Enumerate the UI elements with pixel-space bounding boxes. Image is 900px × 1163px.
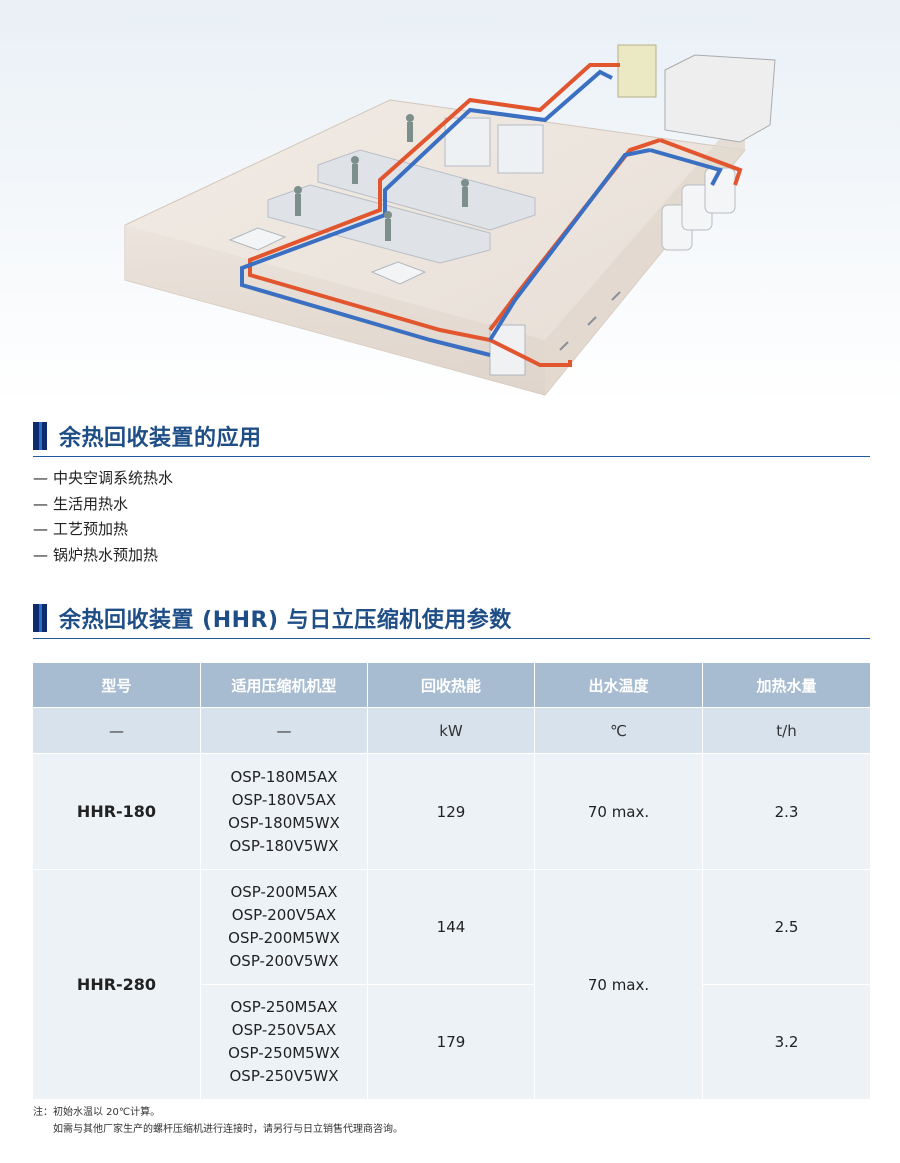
list-item: —锅炉热水预加热 — [33, 545, 159, 564]
section-marker-icon — [33, 422, 47, 450]
water-cell: 2.5 — [703, 870, 870, 985]
heat-cell: 179 — [368, 985, 535, 1100]
list-item: —工艺预加热 — [33, 520, 129, 538]
compressor-cell: OSP-250M5AX OSP-250V5AX OSP-250M5WX OSP-… — [201, 985, 368, 1100]
applications-list: —中央空调系统热水 —生活用热水 —工艺预加热 —锅炉热水预加热 — [33, 466, 173, 568]
hot-pipe — [248, 63, 620, 367]
footnotes: 注：初始水温以 20℃计算。 如需与其他厂家生产的螺杆压缩机进行连接时，请另行与… — [33, 1104, 403, 1138]
table-row: HHR-180 OSP-180M5AX OSP-180V5AX OSP-180M… — [33, 754, 870, 870]
heat-cell: 144 — [368, 870, 535, 985]
header-compressor: 适用压缩机机型 — [201, 663, 368, 708]
list-item: —中央空调系统热水 — [33, 469, 174, 487]
factory-diagram — [124, 44, 776, 396]
footnote-1: 注：初始水温以 20℃计算。 — [33, 1107, 161, 1118]
header-temp: 出水温度 — [535, 663, 703, 708]
table-row: OSP-250M5AX OSP-250V5AX OSP-250M5WX OSP-… — [33, 985, 870, 1100]
heat-cell: 129 — [368, 754, 535, 870]
applications-section-header: 余热回收装置的应用 — [33, 416, 870, 457]
table-row: HHR-280 OSP-200M5AX OSP-200V5AX OSP-200M… — [33, 870, 870, 1100]
hot-pipe-3 — [659, 138, 743, 186]
footnote-2: 如需与其他厂家生产的螺杆压缩机进行连接时，请另行与日立销售代理商咨询。 — [53, 1124, 403, 1135]
conveyor-line-1 — [317, 149, 536, 231]
list-item: —生活用热水 — [33, 494, 129, 513]
air-unit-left — [228, 227, 287, 251]
system-illustration — [0, 0, 900, 405]
right-wall — [545, 110, 745, 395]
workers — [294, 114, 469, 241]
header-water: 加热水量 — [703, 663, 870, 708]
spec-table: 型号 适用压缩机机型 回收热能 出水温度 加热水量 — — kW ℃ t/h H… — [33, 663, 870, 1100]
table-header-row: 型号 适用压缩机机型 回收热能 出水温度 加热水量 — [33, 663, 870, 708]
applications-title: 余热回收装置的应用 — [59, 426, 262, 451]
model-cell: HHR-180 — [33, 754, 201, 870]
temp-cell: 70 max. — [535, 870, 703, 1100]
cold-pipe — [240, 69, 613, 357]
header-heat: 回收热能 — [368, 663, 535, 708]
compressor-unit — [664, 54, 776, 143]
cold-pipe-2 — [488, 148, 651, 342]
air-unit-right — [370, 261, 427, 285]
left-wall — [125, 225, 545, 395]
water-cell: 3.2 — [703, 985, 870, 1100]
compressor-cell: OSP-180M5AX OSP-180V5AX OSP-180M5WX OSP-… — [201, 754, 368, 870]
water-tanks — [661, 167, 736, 251]
unit-row: — — kW ℃ t/h — [33, 708, 870, 754]
conveyor-line-2 — [267, 184, 491, 264]
params-title: 余热回收装置 (HHR) 与日立压缩机使用参数 — [59, 608, 512, 633]
model-cell: HHR-280 — [33, 870, 201, 1100]
params-section-header: 余热回收装置 (HHR) 与日立压缩机使用参数 — [33, 598, 870, 639]
dryer-unit — [617, 44, 657, 98]
cold-pipe-3 — [649, 148, 723, 186]
shower-heads — [559, 291, 621, 351]
water-cell: 2.3 — [703, 754, 870, 870]
temp-cell: 70 max. — [535, 754, 703, 870]
header-model: 型号 — [33, 663, 201, 708]
section-marker-icon — [33, 604, 47, 632]
compressor-cell: OSP-200M5AX OSP-200V5AX OSP-200M5WX OSP-… — [201, 870, 368, 985]
